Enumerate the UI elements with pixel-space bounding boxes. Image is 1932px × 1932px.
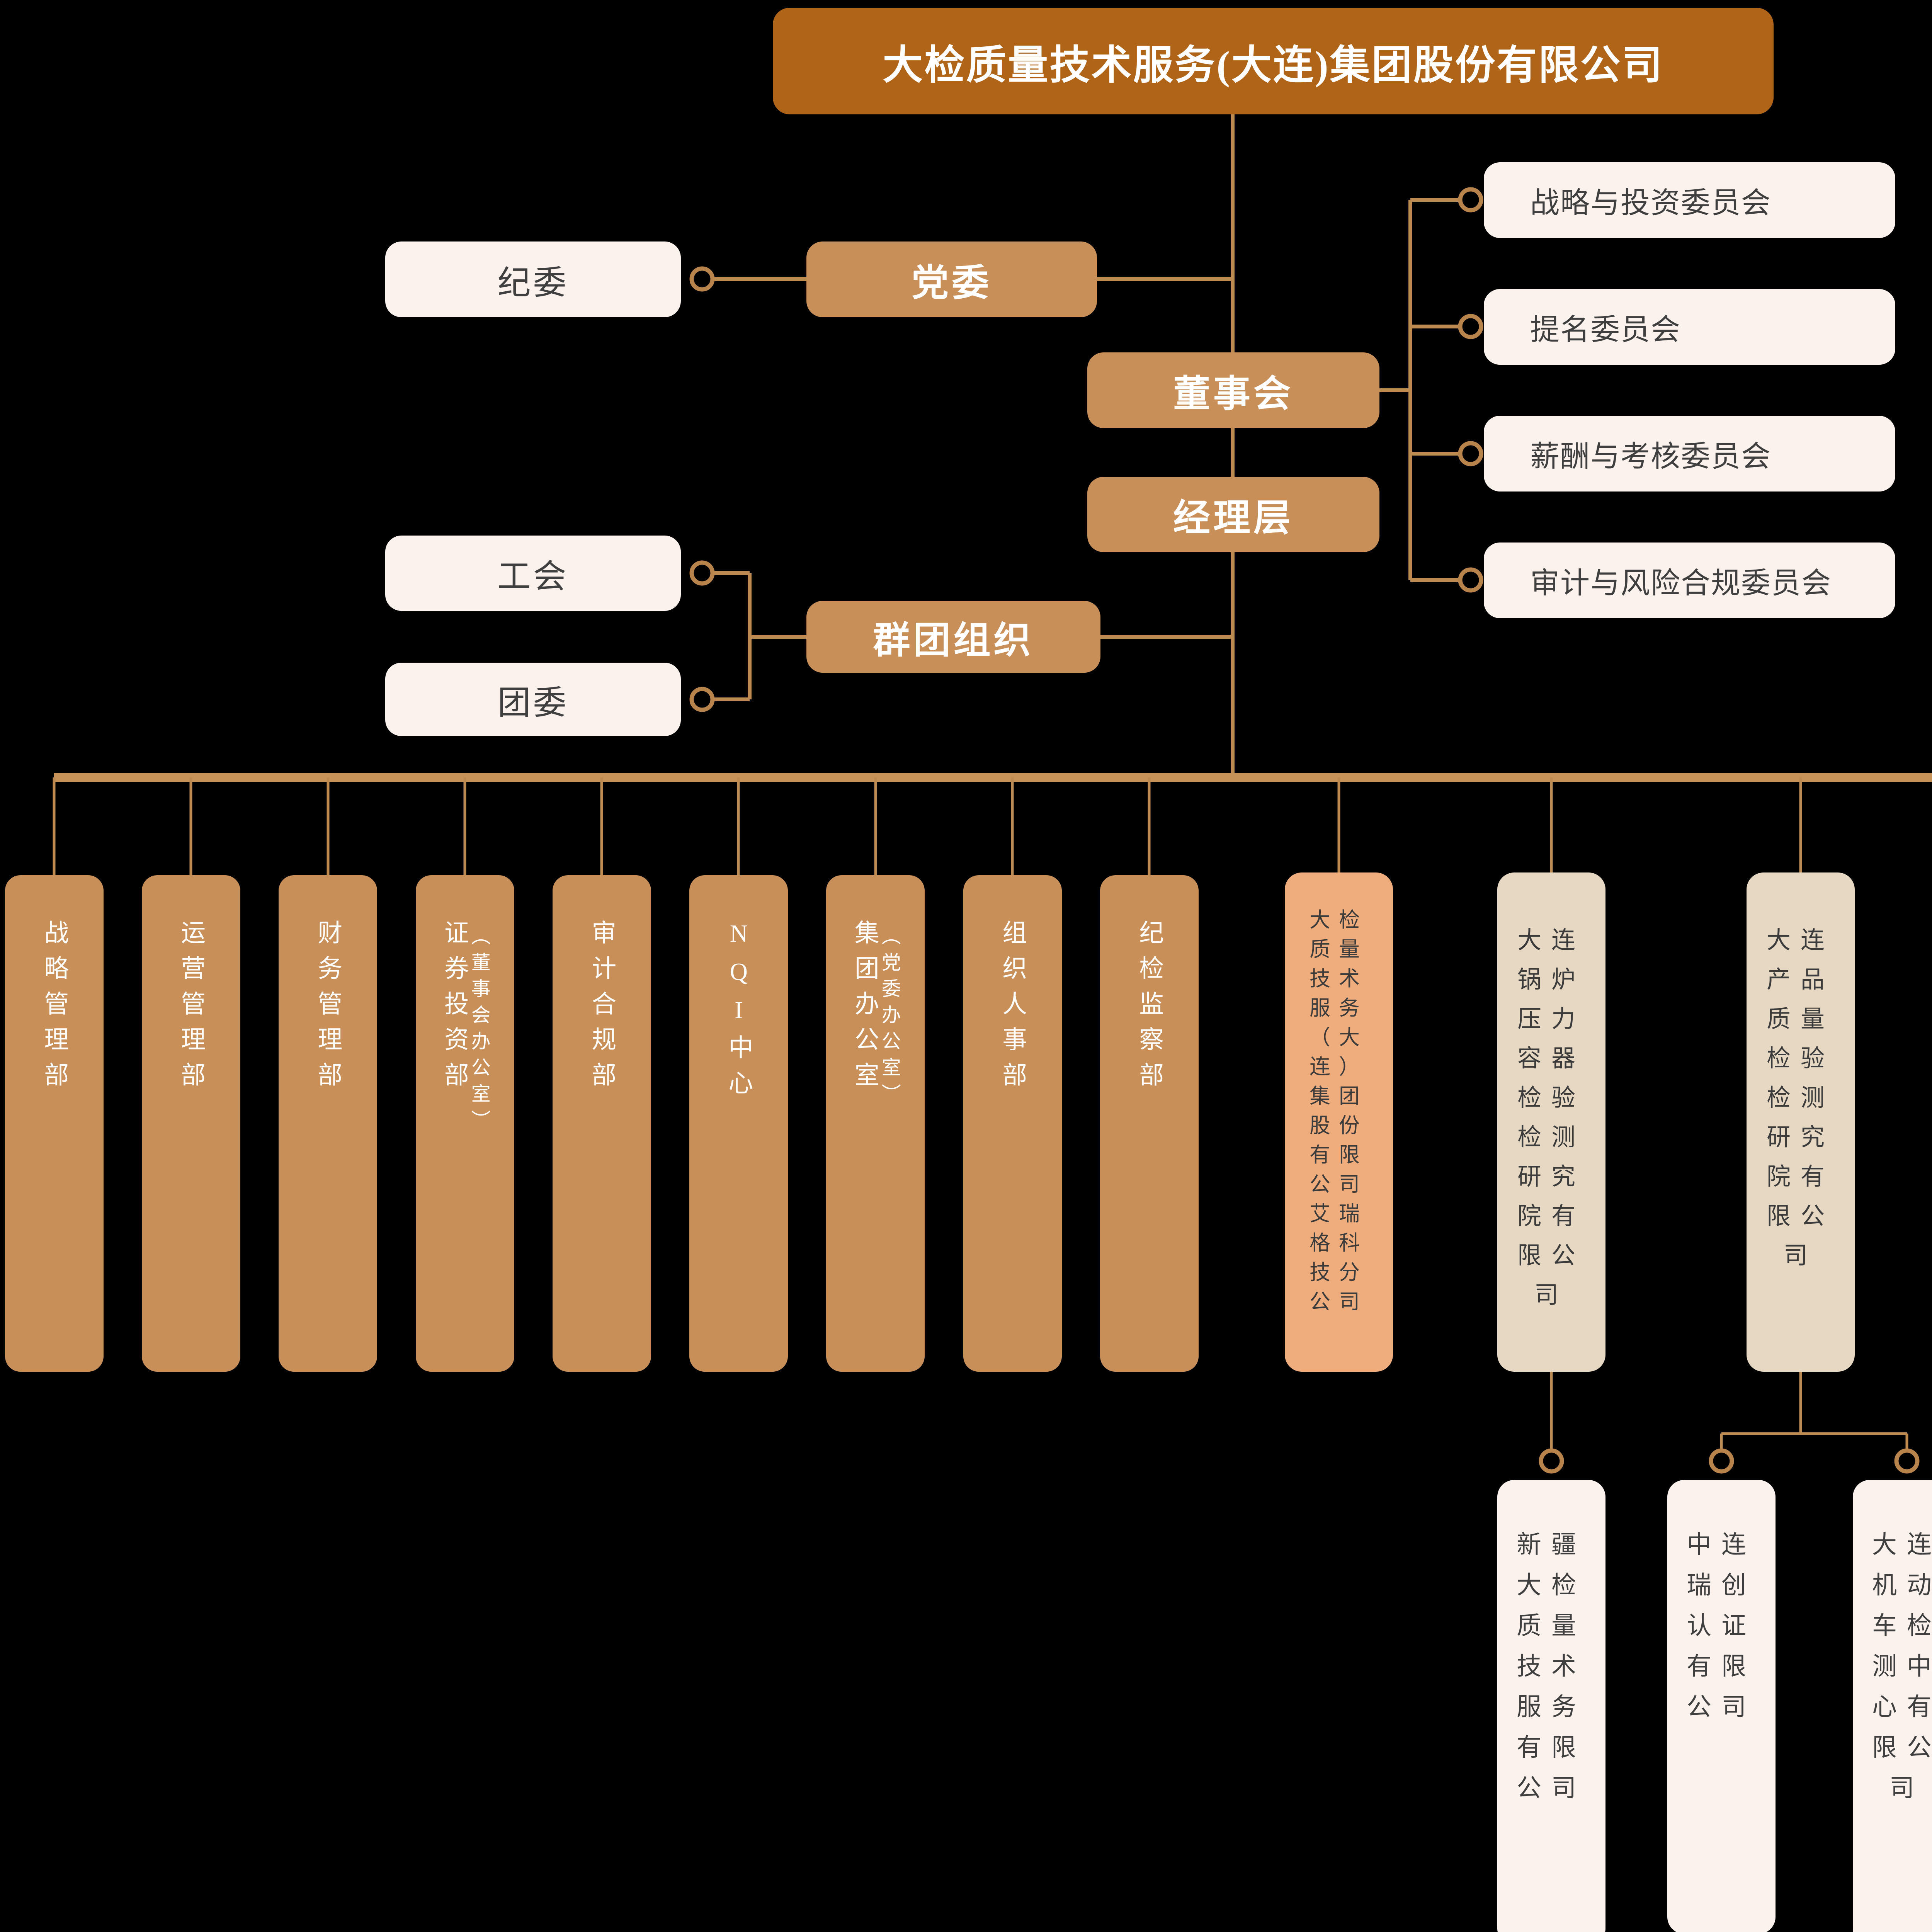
node-dept-nqi-center: NQI中心 bbox=[689, 875, 788, 1372]
node-sub-product-quality-institute: 大连产品质量检验检测研究院有限公司 bbox=[1747, 872, 1855, 1372]
node-child-xinjiang-dajian: 新疆大检质量技术服务有限公司 bbox=[1497, 1480, 1605, 1932]
node-label: 组织人事部 bbox=[999, 920, 1027, 1097]
node-label: 战略管理部 bbox=[41, 920, 68, 1097]
node-sublabel: （党委办公室） bbox=[879, 926, 901, 1110]
node-company-title: 大检质量技术服务(大连)集团股份有限公司 bbox=[773, 8, 1774, 114]
node-management-layer: 经理层 bbox=[1087, 477, 1379, 552]
node-child-motor-vehicle-inspection: 大连机动车检测中心有限公司 bbox=[1853, 1480, 1932, 1932]
node-label: 大连机动车检测中心有限公司 bbox=[1872, 1531, 1932, 1802]
connector-dot-zhonglian bbox=[1709, 1448, 1734, 1474]
node-label: NQI中心 bbox=[725, 920, 753, 1105]
node-label: 证券投资部 bbox=[440, 920, 468, 1097]
connector-dot-jiwei bbox=[689, 266, 715, 292]
node-label: 审计合规部 bbox=[588, 920, 616, 1097]
node-label: 经理层 bbox=[1173, 497, 1294, 539]
connector-dot-jidongche bbox=[1894, 1448, 1920, 1474]
node-label: 运营管理部 bbox=[177, 920, 205, 1097]
node-dept-securities-investment: 证券投资部 （董事会办公室） bbox=[416, 875, 514, 1372]
node-dept-discipline-supervision: 纪检监察部 bbox=[1100, 875, 1199, 1372]
node-label: 群团组织 bbox=[873, 619, 1034, 661]
connector-dot-committee-3 bbox=[1458, 441, 1483, 466]
node-label: 团委 bbox=[497, 684, 569, 721]
company-title-label: 大检质量技术服务(大连)集团股份有限公司 bbox=[883, 43, 1664, 88]
node-label: 中连瑞创认证有限公司 bbox=[1687, 1531, 1756, 1721]
node-dept-strategy: 战略管理部 bbox=[5, 875, 104, 1372]
node-label: 战略与投资委员会 bbox=[1530, 187, 1771, 219]
node-label: 新疆大检质量技术服务有限公司 bbox=[1517, 1531, 1586, 1802]
node-label: 党委 bbox=[912, 262, 992, 304]
connector-dot-gonghui bbox=[689, 560, 715, 586]
node-label: 董事会 bbox=[1173, 373, 1294, 415]
node-label: 工会 bbox=[497, 558, 569, 595]
node-board-of-directors: 董事会 bbox=[1087, 352, 1379, 428]
node-discipline-committee: 纪委 bbox=[385, 242, 681, 317]
node-dept-finance: 财务管理部 bbox=[279, 875, 377, 1372]
node-sub-boiler-pressure-vessel-institute: 大连锅炉压力容器检验检测研究院有限公司 bbox=[1497, 872, 1605, 1372]
node-dept-organization-personnel: 组织人事部 bbox=[963, 875, 1062, 1372]
node-sublabel: （董事会办公室） bbox=[468, 926, 490, 1136]
connector-dot-committee-1 bbox=[1458, 187, 1483, 213]
node-label: 财务管理部 bbox=[314, 920, 342, 1097]
node-youth-league: 团委 bbox=[385, 663, 681, 736]
node-label: 提名委员会 bbox=[1530, 314, 1681, 346]
node-label: 集团办公室 bbox=[851, 920, 879, 1097]
node-sub-airuige-branch: 大检质量技术服务（大连）集团股份有限公司艾瑞格科技分公司 bbox=[1285, 872, 1393, 1372]
node-mass-organizations: 群团组织 bbox=[806, 601, 1100, 673]
connector-dot-tuanwei bbox=[689, 687, 715, 712]
connector-dot-committee-2 bbox=[1458, 314, 1483, 339]
node-label: 大连产品质量检验检测研究院有限公司 bbox=[1766, 927, 1835, 1269]
node-party-committee: 党委 bbox=[806, 242, 1097, 317]
node-committee-compensation-appraisal: 薪酬与考核委员会 bbox=[1484, 416, 1895, 492]
connector-dot-committee-4 bbox=[1458, 567, 1483, 593]
node-label: 纪委 bbox=[497, 264, 569, 301]
node-label: 大连锅炉压力容器检验检测研究院有限公司 bbox=[1517, 927, 1585, 1308]
node-label: 薪酬与考核委员会 bbox=[1530, 440, 1771, 473]
node-committee-nomination: 提名委员会 bbox=[1484, 289, 1895, 365]
node-child-zhonglian-ruichuang: 中连瑞创认证有限公司 bbox=[1667, 1480, 1776, 1932]
connector-dot-xinjiang bbox=[1539, 1448, 1564, 1474]
node-label: 大检质量技术服务（大连）集团股份有限公司艾瑞格科技分公司 bbox=[1310, 908, 1368, 1313]
node-committee-audit-risk-compliance: 审计与风险合规委员会 bbox=[1484, 543, 1895, 618]
node-dept-operations: 运营管理部 bbox=[142, 875, 240, 1372]
node-label: 审计与风险合规委员会 bbox=[1530, 567, 1832, 600]
node-dept-audit-compliance: 审计合规部 bbox=[553, 875, 651, 1372]
node-label: 纪检监察部 bbox=[1136, 920, 1163, 1097]
node-committee-strategy-investment: 战略与投资委员会 bbox=[1484, 162, 1895, 238]
node-dept-group-office: 集团办公室 （党委办公室） bbox=[826, 875, 925, 1372]
node-labor-union: 工会 bbox=[385, 536, 681, 611]
